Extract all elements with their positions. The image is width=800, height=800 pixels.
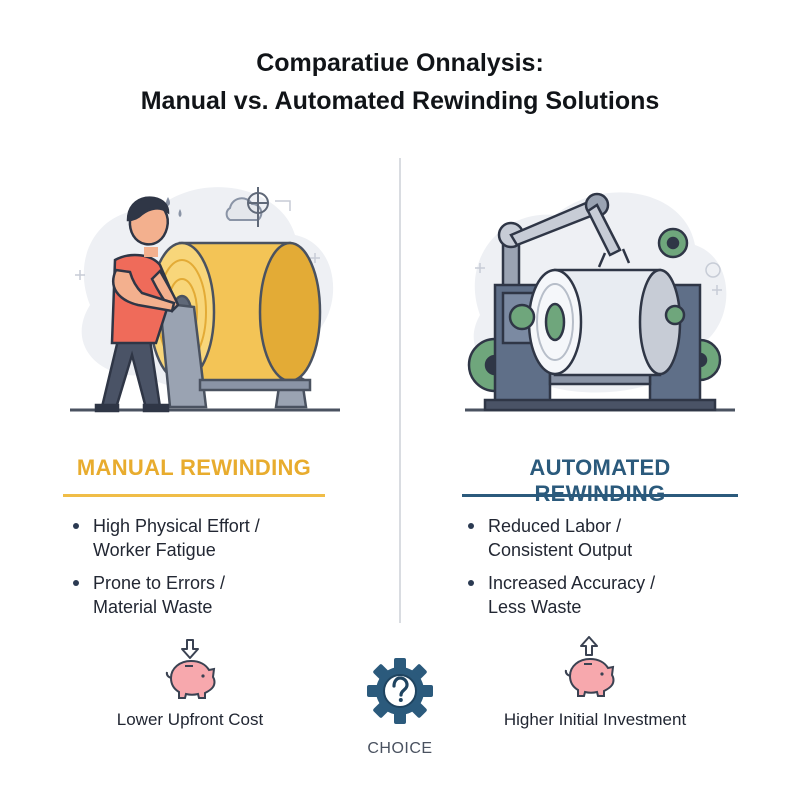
list-item: High Physical Effort / Worker Fatigue [73, 514, 260, 562]
automated-heading: AUTOMATED REWINDING [529, 455, 671, 506]
manual-heading: MANUAL REWINDING [76, 455, 312, 480]
manual-point-list: High Physical Effort / Worker Fatigue Pr… [73, 514, 260, 628]
point-line: Material Waste [93, 597, 213, 617]
automated-cost-label: Higher Initial Investment [503, 710, 687, 729]
list-item: Prone to Errors / Material Waste [73, 571, 260, 619]
automated-point-list: Reduced Labor / Consistent Output Increa… [468, 514, 655, 628]
title-line-2: Manual vs. Automated Rewinding Solutions [140, 87, 660, 115]
sparkle-icon [75, 253, 320, 280]
point-line: Increased Accuracy / [488, 573, 656, 593]
piggy-bank-icon [564, 636, 615, 697]
up-arrow-icon [580, 636, 598, 656]
bullet-icon [73, 523, 79, 529]
manual-heading-underline [63, 494, 325, 497]
piggy-bank-icon [165, 639, 216, 699]
roll-stand [158, 301, 312, 409]
automated-rewinding-illustration [465, 192, 735, 412]
automated-heading-underline [462, 494, 738, 497]
down-arrow-icon [181, 639, 199, 659]
water-drop-icon [166, 197, 182, 217]
center-divider [399, 158, 401, 623]
worker [94, 196, 180, 413]
point-line: Worker Fatigue [93, 540, 216, 560]
title-line-1: Comparatiue Onnalysis: [256, 49, 544, 77]
gear-icon [657, 227, 689, 259]
sparkle-icon [475, 263, 722, 295]
point-line: Prone to Errors / [93, 573, 226, 593]
manual-rewinding-illustration [70, 187, 340, 413]
choice-label: CHOICE [367, 740, 433, 757]
page-title: Comparatiue Onnalysis: Manual vs. Automa… [0, 44, 800, 120]
bullet-icon [468, 523, 474, 529]
bullet-icon [468, 580, 474, 586]
paper-roll [527, 268, 682, 377]
crosshair-icon [247, 187, 269, 227]
point-line: Less Waste [488, 597, 582, 617]
point-line: Consistent Output [488, 540, 633, 560]
list-item: Increased Accuracy / Less Waste [468, 571, 655, 619]
point-line: Reduced Labor / [488, 516, 622, 536]
manual-cost-label: Lower Upfront Cost [116, 710, 264, 729]
bullet-icon [73, 580, 79, 586]
list-item: Reduced Labor / Consistent Output [468, 514, 655, 562]
point-line: High Physical Effort / [93, 516, 260, 536]
question-gear-icon [367, 658, 433, 724]
